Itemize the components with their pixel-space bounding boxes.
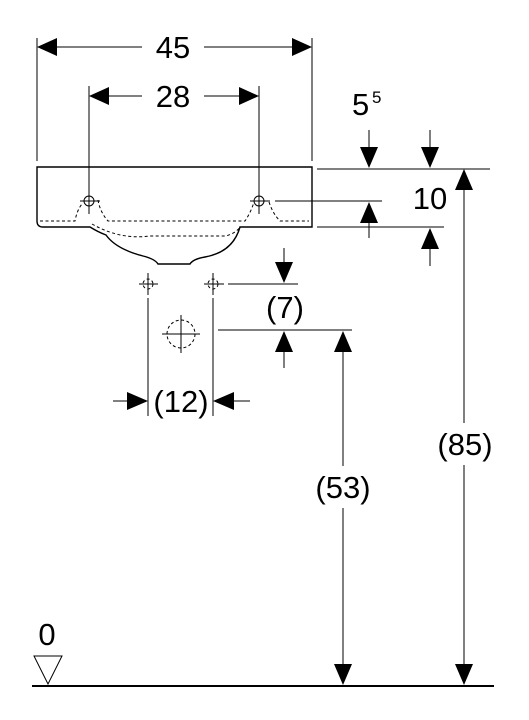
tap-hole-right-icon [250, 188, 270, 214]
trap-mark-right-icon [204, 273, 224, 295]
dimension-trap-offset: (7) [266, 248, 304, 368]
basin-outline [36, 166, 313, 265]
trap-mark-left-icon [139, 273, 158, 295]
dimension-tap-spacing: 28 [89, 79, 259, 114]
extension-lines [32, 38, 494, 687]
dimension-waste-spacing: (12) [113, 384, 250, 419]
dimension-label-5: 5 [352, 87, 369, 122]
dimension-rim-height: 10 [413, 130, 447, 266]
tap-hole-left-icon [80, 188, 100, 214]
floor-level-marker: 0 [33, 617, 63, 686]
dimension-rim-offset: 5 5 [352, 87, 381, 238]
dimension-label-12: (12) [153, 384, 208, 419]
dimension-label-28: 28 [156, 79, 190, 114]
waste-outlet-icon [162, 315, 200, 353]
dimension-width-overall: 45 [37, 30, 312, 65]
level-triangle-icon [33, 655, 63, 686]
dimension-label-10: 10 [413, 181, 447, 216]
floor-level-label: 0 [38, 617, 55, 652]
dimension-rim-to-floor: (85) [437, 169, 493, 685]
dimension-label-7: (7) [266, 290, 304, 325]
dimension-label-5-superscript: 5 [372, 88, 381, 107]
dimension-label-85: (85) [437, 427, 492, 462]
dimension-waste-height: (53) [315, 331, 371, 685]
dimension-label-53: (53) [315, 470, 370, 505]
dimension-label-45: 45 [156, 30, 190, 65]
